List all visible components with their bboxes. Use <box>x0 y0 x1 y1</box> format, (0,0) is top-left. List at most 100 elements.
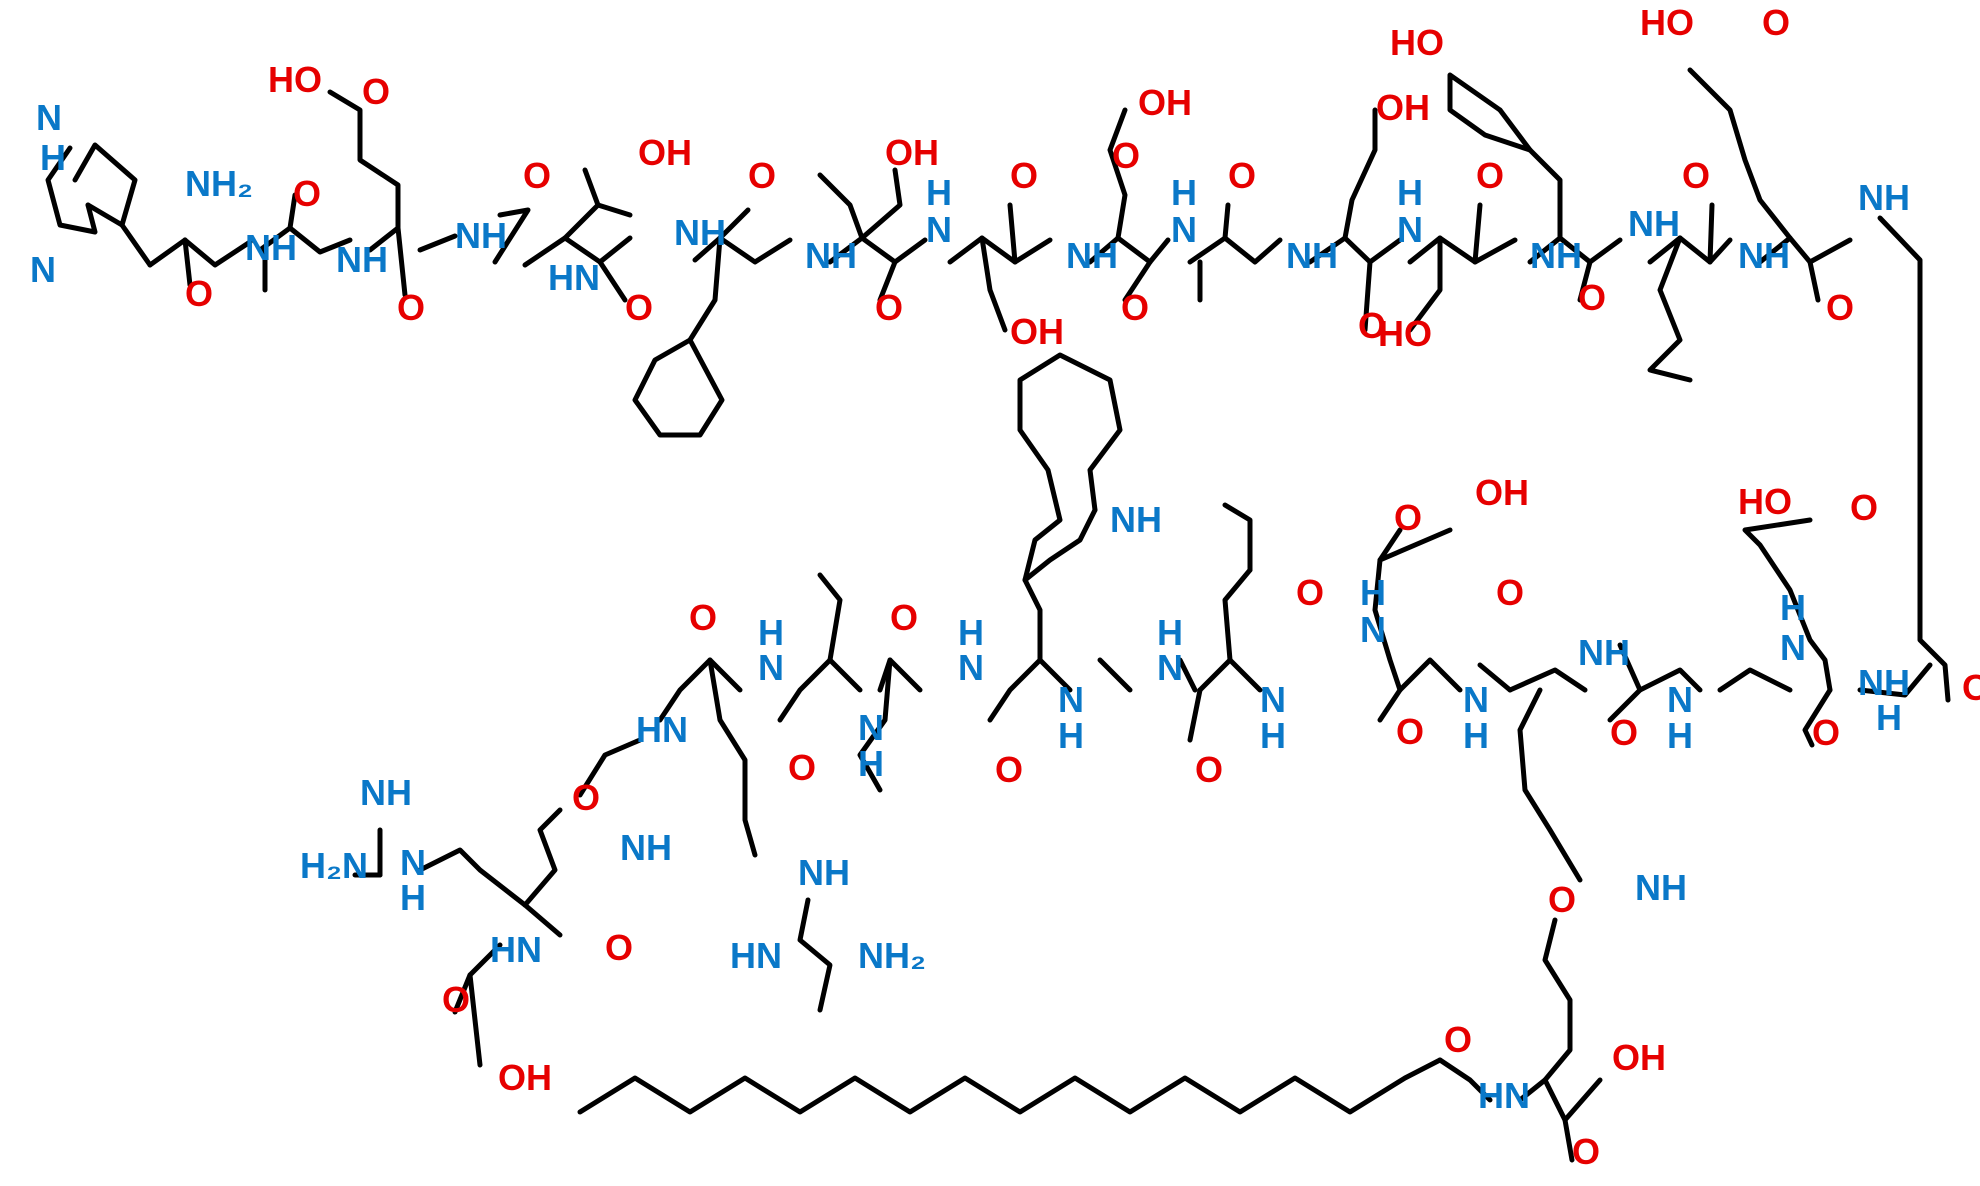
oxygen-label: OH <box>1376 87 1430 128</box>
oxygen-label: O <box>1548 879 1576 920</box>
nitrogen-label: H <box>858 743 884 784</box>
nitrogen-label: NH <box>1858 177 1910 218</box>
nitrogen-label: N <box>1463 679 1489 720</box>
oxygen-label: OH <box>1010 311 1064 352</box>
oxygen-label: O <box>1121 287 1149 328</box>
oxygen-label: O <box>1476 155 1504 196</box>
oxygen-label: O <box>625 287 653 328</box>
nitrogen-label: H <box>1667 715 1693 756</box>
nitrogen-label: NH <box>360 772 412 813</box>
oxygen-label: OH <box>1612 1037 1666 1078</box>
bond-skeleton <box>45 67 1951 1163</box>
nitrogen-label: H <box>1360 572 1386 613</box>
oxygen-label: O <box>1826 287 1854 328</box>
oxygen-label: O <box>185 273 213 314</box>
nitrogen-label: N <box>1397 209 1423 250</box>
nitrogen-label: H <box>758 612 784 653</box>
nitrogen-label: N <box>1171 209 1197 250</box>
oxygen-label: O <box>442 979 470 1020</box>
nitrogen-label: NH <box>1530 235 1582 276</box>
nitrogen-label: HN <box>1478 1075 1530 1116</box>
oxygen-label: O <box>875 287 903 328</box>
oxygen-label: O <box>748 155 776 196</box>
nitrogen-label: NH <box>1858 662 1910 703</box>
oxygen-label: OH <box>1138 82 1192 123</box>
oxygen-label: HO <box>1640 2 1694 43</box>
nitrogen-label: NH <box>674 212 726 253</box>
nitrogen-label: NH <box>798 852 850 893</box>
oxygen-label: HO <box>1390 22 1444 63</box>
oxygen-label: O <box>1112 135 1140 176</box>
oxygen-label: O <box>1682 155 1710 196</box>
nitrogen-label: H <box>1463 715 1489 756</box>
nitrogen-label: NH <box>455 215 507 256</box>
oxygen-label: O <box>397 287 425 328</box>
nitrogen-label: N <box>926 209 952 250</box>
nitrogen-label: NH <box>1578 632 1630 673</box>
nitrogen-label: NH <box>336 239 388 280</box>
oxygen-label: O <box>572 777 600 818</box>
oxygen-label: O <box>1962 667 1980 708</box>
nitrogen-label: NH <box>1286 235 1338 276</box>
oxygen-label: O <box>1572 1131 1600 1172</box>
nitrogen-label: N <box>1667 679 1693 720</box>
oxygen-label: O <box>1358 305 1386 346</box>
nitrogen-label: H <box>1260 715 1286 756</box>
oxygen-label: HO <box>268 59 322 100</box>
nitrogen-label: N <box>1157 647 1183 688</box>
nitrogen-label: H₂N <box>300 845 368 886</box>
nitrogen-label: N <box>958 647 984 688</box>
oxygen-label: O <box>1228 155 1256 196</box>
oxygen-label: O <box>1444 1019 1472 1060</box>
oxygen-label: O <box>1578 277 1606 318</box>
nitrogen-label: NH <box>1066 235 1118 276</box>
nitrogen-label: N <box>1360 609 1386 650</box>
oxygen-label: O <box>1610 712 1638 753</box>
nitrogen-label: H <box>1157 612 1183 653</box>
nitrogen-label: NH <box>1738 235 1790 276</box>
oxygen-label: O <box>890 597 918 638</box>
nitrogen-label: N <box>400 842 426 883</box>
oxygen-label: O <box>1850 487 1878 528</box>
oxygen-label: O <box>995 749 1023 790</box>
nitrogen-label: N <box>758 647 784 688</box>
nitrogen-label: HN <box>548 257 600 298</box>
nitrogen-label: H <box>926 172 952 213</box>
oxygen-label: O <box>362 71 390 112</box>
nitrogen-label: H <box>1397 172 1423 213</box>
nitrogen-label: NH <box>1110 499 1162 540</box>
nitrogen-label: H <box>1171 172 1197 213</box>
oxygen-label: O <box>788 747 816 788</box>
nitrogen-label: H <box>400 877 426 918</box>
nitrogen-label: NH₂ <box>185 163 253 204</box>
oxygen-label: O <box>293 173 321 214</box>
oxygen-label: O <box>523 155 551 196</box>
oxygen-label: OH <box>498 1057 552 1098</box>
nitrogen-label: N <box>1058 679 1084 720</box>
oxygen-label: OH <box>885 132 939 173</box>
nitrogen-label: HN <box>636 709 688 750</box>
nitrogen-label: H <box>958 612 984 653</box>
oxygen-label: HO <box>1738 481 1792 522</box>
oxygen-label: O <box>1195 749 1223 790</box>
nitrogen-label: NH <box>620 827 672 868</box>
nitrogen-label: NH <box>805 235 857 276</box>
nitrogen-label: NH <box>245 227 297 268</box>
oxygen-label: O <box>1394 497 1422 538</box>
oxygen-label: OH <box>638 132 692 173</box>
nitrogen-label: N <box>1780 627 1806 668</box>
nitrogen-label: H <box>1876 697 1902 738</box>
nitrogen-label: NH₂ <box>858 935 926 976</box>
nitrogen-label: HN <box>490 929 542 970</box>
nitrogen-label: NH <box>1628 203 1680 244</box>
nitrogen-label: N <box>1260 679 1286 720</box>
oxygen-label: O <box>1396 711 1424 752</box>
nitrogen-label: H <box>1780 587 1806 628</box>
oxygen-label: HO <box>1378 313 1432 354</box>
oxygen-label: O <box>1010 155 1038 196</box>
oxygen-label: O <box>1296 572 1324 613</box>
nitrogen-label: H <box>1058 715 1084 756</box>
nitrogen-label: N <box>858 707 884 748</box>
